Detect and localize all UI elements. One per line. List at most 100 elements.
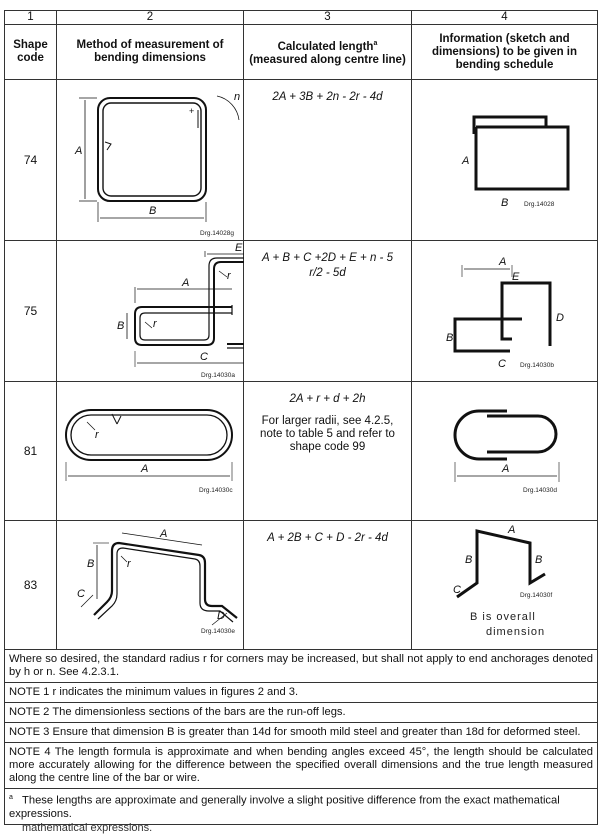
- shape-code-table: 1 2 3 4 Shape code Method of measurement…: [4, 10, 598, 825]
- notes-row: NOTE 4 The length formula is approximate…: [4, 742, 598, 789]
- label-A: A: [507, 524, 515, 536]
- label-r: r: [153, 318, 158, 330]
- method-drawing-83: r A B C D Drg.14030e: [56, 520, 244, 650]
- length-formula: A + B + C +2D + E + n - 5 r/2 - 5d: [244, 241, 411, 281]
- length-formula: A + 2B + C + D - 2r - 4d: [267, 532, 388, 544]
- label-A: A: [140, 463, 148, 475]
- drawing-ref: Drg.14030f: [520, 592, 552, 599]
- table-row: 83 r A B C D Drg.14030e A + 2B + C + D -…: [4, 520, 598, 650]
- info-caption-line2: dimension: [486, 626, 545, 638]
- label-A: A: [461, 155, 469, 167]
- note-4: NOTE 4 The length formula is approximate…: [4, 742, 598, 789]
- header-calculated-length-title: Calculated length: [277, 40, 374, 53]
- notes-row: Where so desired, the standard radius r …: [4, 649, 598, 683]
- method-sketch-81: r A Drg.14030c: [65, 409, 233, 494]
- header-calculated-length: Calculated lengtha (measured along centr…: [243, 24, 412, 80]
- shape-code: 81: [4, 381, 57, 521]
- drawing-ref: Drg.14028: [524, 201, 555, 208]
- info-drawing-74: A B Drg.14028: [411, 79, 598, 241]
- length-formula-line2: r/2 - 5d: [309, 267, 346, 279]
- label-B: B: [149, 205, 156, 217]
- info-drawing-81: A Drg.14030d: [411, 381, 598, 521]
- shape-code: 83: [4, 520, 57, 650]
- shape-code: 75: [4, 240, 57, 382]
- formula-cell-81: 2A + r + d + 2h For larger radii, see 4.…: [243, 381, 412, 521]
- header-shape-code: Shape code: [4, 24, 57, 80]
- column-number-4: 4: [411, 10, 598, 25]
- label-C: C: [453, 584, 461, 596]
- drawing-ref: Drg.14030a: [201, 372, 235, 379]
- label-B: B: [117, 320, 124, 332]
- formula-cell-74: 2A + 3B + 2n - 2r - 4d: [243, 79, 412, 241]
- info-sketch-74: A B Drg.14028: [461, 115, 570, 209]
- method-drawing-75: r r E A B D C Drg.14030a: [56, 240, 244, 382]
- label-r: r: [95, 429, 100, 441]
- label-B: B: [465, 554, 472, 566]
- table-row: 74 + n A B Drg.14028g 2A +: [4, 79, 598, 241]
- info-sketch-81: A Drg.14030d: [453, 409, 560, 494]
- label-A: A: [74, 145, 82, 157]
- column-number-2: 2: [56, 10, 244, 25]
- label-B: B: [446, 332, 453, 344]
- method-drawing-74: + n A B Drg.14028g: [56, 79, 244, 241]
- label-C: C: [200, 351, 208, 363]
- footnote-mark: a: [9, 794, 13, 801]
- header-footnote-mark: a: [373, 40, 378, 48]
- label-A: A: [501, 463, 509, 475]
- column-number-3: 3: [243, 10, 412, 25]
- note-1: NOTE 1 r indicates the minimum values in…: [4, 682, 598, 703]
- header-calculated-length-sub: (measured along centre line): [249, 53, 406, 66]
- label-C: C: [77, 588, 85, 600]
- shape-code-table-sheet: 1 2 3 4 Shape code Method of measurement…: [4, 10, 598, 825]
- info-sketch-75: A E D B C Drg.14030b: [446, 256, 564, 370]
- table-row: 75 r r E A B D: [4, 240, 598, 382]
- length-formula-line1: A + B + C +2D + E + n - 5: [262, 252, 393, 264]
- label-B: B: [501, 197, 508, 209]
- label-C: C: [498, 358, 506, 370]
- column-number-row: 1 2 3 4: [4, 10, 598, 25]
- drawing-ref: Drg.14030c: [199, 487, 233, 494]
- drawing-ref: Drg.14030e: [201, 628, 235, 635]
- label-D: D: [556, 312, 564, 324]
- length-formula: 2A + r + d + 2h: [289, 393, 366, 405]
- label-E: E: [512, 271, 520, 283]
- svg-text:+: +: [189, 106, 194, 116]
- note-2: NOTE 2 The dimensionless sections of the…: [4, 702, 598, 723]
- header-row: Shape code Method of measurement of bend…: [4, 24, 598, 80]
- method-sketch-83: r A B C D Drg.14030e: [77, 528, 238, 635]
- label-r: r: [127, 558, 132, 570]
- footnote: a These lengths are approximate and gene…: [4, 788, 598, 825]
- info-sketch-83: A B B C Drg.14030f B is overall dimensio…: [453, 524, 552, 638]
- label-A: A: [181, 277, 189, 289]
- footnote-row: a These lengths are approximate and gene…: [4, 788, 598, 825]
- method-drawing-81: r A Drg.14030c: [56, 381, 244, 521]
- label-A: A: [498, 256, 506, 268]
- length-formula-note: For larger radii, see 4.2.5, note to tab…: [260, 415, 395, 453]
- header-information: Information (sketch and dimensions) to b…: [411, 24, 598, 80]
- info-caption-line1: B is overall: [470, 611, 536, 623]
- column-number-1: 1: [4, 10, 57, 25]
- notes-row: NOTE 2 The dimensionless sections of the…: [4, 702, 598, 723]
- table-row: 81 r A Drg.14030c 2A + r + d + 2h For la…: [4, 381, 598, 521]
- label-B: B: [535, 554, 542, 566]
- notes-row: NOTE 1 r indicates the minimum values in…: [4, 682, 598, 703]
- drawing-ref: Drg.14030b: [520, 362, 554, 369]
- method-sketch-75: r r E A B D C Drg.14030a: [117, 242, 244, 379]
- label-n: n: [234, 91, 240, 103]
- drawing-ref: Drg.14028g: [200, 230, 234, 237]
- cutoff-text: mathematical expressions.: [22, 822, 153, 834]
- info-drawing-83: A B B C Drg.14030f B is overall dimensio…: [411, 520, 598, 650]
- label-r: r: [227, 270, 232, 282]
- label-D: D: [217, 610, 225, 622]
- label-B: B: [87, 558, 94, 570]
- formula-cell-75: A + B + C +2D + E + n - 5 r/2 - 5d: [243, 240, 412, 382]
- shape-code: 74: [4, 79, 57, 241]
- drawing-ref: Drg.14030d: [523, 487, 557, 494]
- label-A: A: [159, 528, 167, 540]
- note-3: NOTE 3 Ensure that dimension B is greate…: [4, 722, 598, 743]
- info-drawing-75: A E D B C Drg.14030b: [411, 240, 598, 382]
- length-formula: 2A + 3B + 2n - 2r - 4d: [272, 91, 383, 103]
- notes-intro: Where so desired, the standard radius r …: [4, 649, 598, 683]
- method-sketch-74: + n A B Drg.14028g: [74, 91, 240, 237]
- label-E: E: [235, 242, 243, 254]
